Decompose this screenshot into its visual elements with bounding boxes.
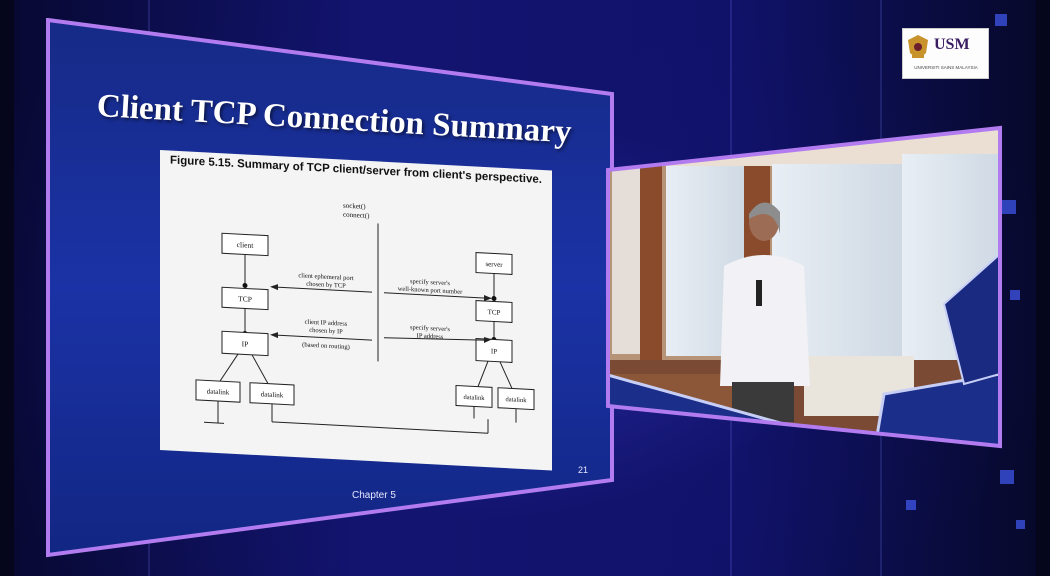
decor-square <box>906 500 916 510</box>
server-tcp-label: TCP <box>488 308 501 317</box>
connect-call-label: connect() <box>343 211 370 220</box>
tcp-note-right: well-known port number <box>398 285 463 295</box>
decor-square <box>1016 520 1025 529</box>
decor-square <box>995 14 1007 26</box>
socket-call-label: socket() <box>343 202 366 211</box>
ip-note-left: chosen by IP <box>309 327 343 336</box>
presenter-shirt <box>720 255 810 386</box>
tcp-diagram: socket() connect() client TCP IP datalin… <box>195 202 535 434</box>
client-ip-label: IP <box>242 339 249 348</box>
client-tcp-label: TCP <box>238 294 252 304</box>
client-datalink-box <box>249 382 295 406</box>
video-frame <box>606 125 1002 449</box>
left-edge-bar <box>0 0 14 576</box>
client-datalink-label: datalink <box>261 390 284 399</box>
slide-footer: Chapter 5 <box>352 490 396 501</box>
tcp-note-right: specify server's <box>410 278 450 287</box>
usm-logo: USM UNIVERSITI SAINS MALAYSIA <box>902 28 989 79</box>
client-ip-box <box>221 330 269 357</box>
server-datalink-label: datalink <box>464 394 486 402</box>
client-datalink-box <box>195 379 241 403</box>
tcp-note-left: chosen by TCP <box>306 281 346 290</box>
server-ip-box <box>475 338 513 363</box>
crest-icon <box>908 35 928 58</box>
server-datalink-label: datalink <box>506 396 528 404</box>
ip-note-left: client IP address <box>305 319 348 328</box>
server-ip-label: IP <box>491 347 497 355</box>
tcp-figure: Figure 5.15. Summary of TCP client/serve… <box>160 150 552 471</box>
ip-note-right: IP address <box>417 332 444 340</box>
decor-square <box>1010 290 1020 300</box>
video-feed <box>604 124 1004 454</box>
client-box-label: client <box>237 240 255 250</box>
client-tcp-box <box>221 286 269 311</box>
right-edge-bar <box>1036 0 1050 576</box>
server-box-label: server <box>485 260 503 269</box>
client-datalink-label: datalink <box>207 387 230 396</box>
tcp-note-left: client ephemeral port <box>298 272 353 282</box>
microphone-icon <box>756 280 762 306</box>
logo-text: USM <box>934 36 970 53</box>
decor-square <box>1000 470 1014 484</box>
ip-note-left: (based on routing) <box>302 341 350 350</box>
slide-number: 21 <box>578 465 589 475</box>
logo-subtitle: UNIVERSITI SAINS MALAYSIA <box>914 65 978 70</box>
ip-note-right: specify server's <box>410 324 450 333</box>
decor-square <box>1002 200 1016 214</box>
